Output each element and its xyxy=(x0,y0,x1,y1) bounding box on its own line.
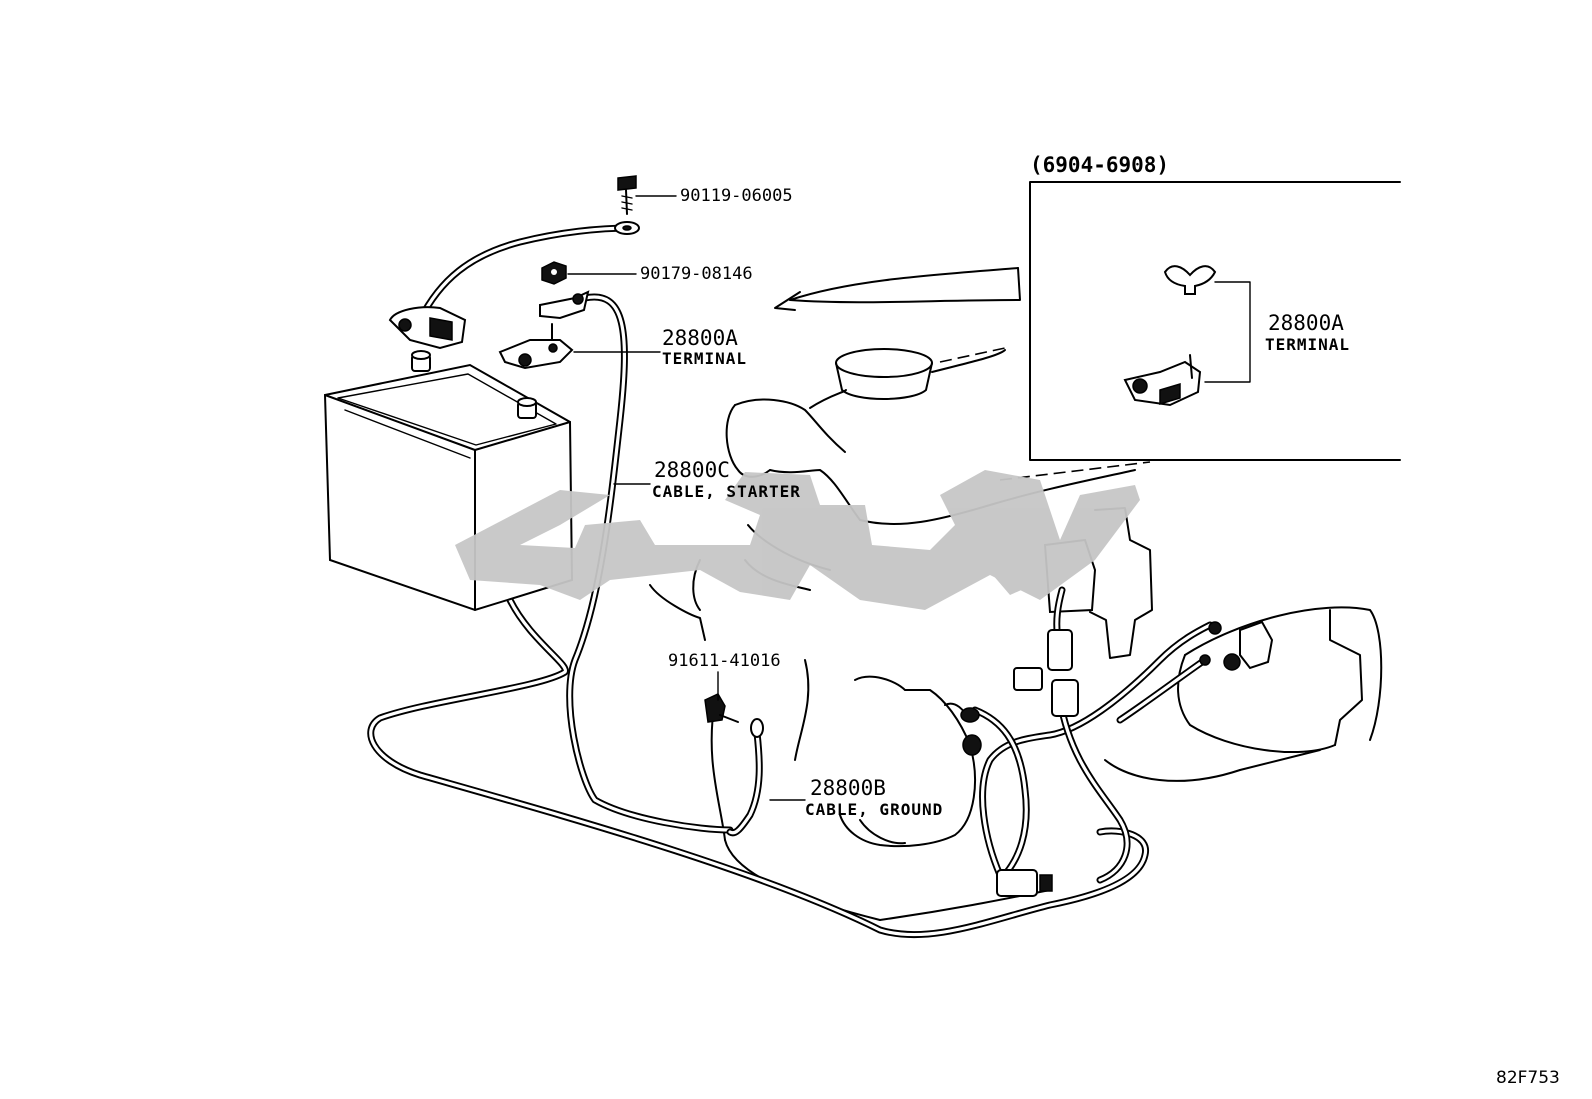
engine-outline xyxy=(649,347,1383,921)
ground-bolt-icon xyxy=(704,693,764,738)
wing-nut-icon xyxy=(1163,265,1217,295)
figure-code: 82F753 xyxy=(1496,1068,1560,1088)
ground-cable-part-name: CABLE, GROUND xyxy=(805,800,943,819)
inset-box xyxy=(1029,181,1401,461)
starter-motor-icon xyxy=(1199,620,1274,671)
inset-bracket xyxy=(1204,281,1251,383)
arrow-icon xyxy=(774,267,1021,311)
terminal-icon xyxy=(498,290,590,370)
bolt-part-number: 90119-06005 xyxy=(680,186,793,206)
cables xyxy=(367,224,1214,939)
terminal-part-name: TERMINAL xyxy=(662,349,747,368)
starter-cable-part-number: 28800C xyxy=(654,458,730,482)
bolt-icon xyxy=(617,175,637,215)
leader-lines xyxy=(567,195,806,801)
terminal-part-number: 28800A xyxy=(662,326,738,350)
connector-icon xyxy=(960,629,1079,897)
inset-part-number: 28800A xyxy=(1268,311,1344,335)
nut-icon xyxy=(541,261,567,285)
inset-part-name: TERMINAL xyxy=(1265,335,1350,354)
terminal-clamp-icon xyxy=(388,306,467,350)
nut-part-number: 90179-08146 xyxy=(640,264,753,284)
ground-cable-part-number: 28800B xyxy=(810,776,886,800)
inset-header: (6904-6908) xyxy=(1030,153,1169,177)
inset-terminal-clamp-icon xyxy=(1123,354,1202,407)
watermark xyxy=(455,470,1140,610)
ground-bolt-part-number: 91611-41016 xyxy=(668,651,781,671)
starter-cable-part-name: CABLE, STARTER xyxy=(652,482,801,501)
